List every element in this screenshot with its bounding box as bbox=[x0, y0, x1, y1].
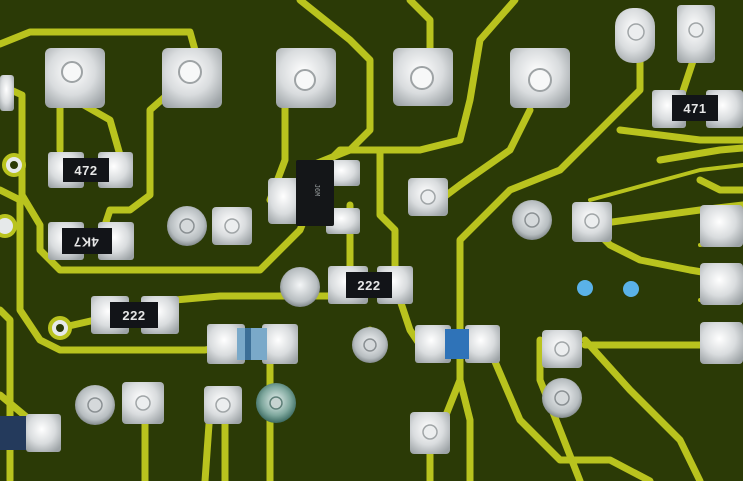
pad bbox=[0, 75, 14, 111]
resistor-label: 4K7 bbox=[73, 235, 98, 250]
resistor-label: 471 bbox=[683, 101, 706, 116]
diode-d1 bbox=[207, 324, 298, 364]
resistor-r2: 4K7 bbox=[48, 222, 134, 260]
resistor-label: 222 bbox=[357, 278, 380, 293]
resistor-r1: 472 bbox=[48, 152, 133, 188]
vias bbox=[0, 22, 704, 425]
resistor-label: 472 bbox=[74, 163, 97, 178]
resistor-r5: 471 bbox=[652, 90, 743, 128]
resistor-r4: 222 bbox=[91, 296, 179, 334]
resistor-r3: 222 bbox=[328, 266, 413, 304]
diode-d2 bbox=[415, 325, 500, 363]
diode-d3 bbox=[0, 414, 61, 452]
resistor-label: 222 bbox=[122, 308, 145, 323]
transistor-ic: J6M bbox=[268, 160, 360, 234]
pad-row-top bbox=[0, 5, 715, 111]
pad-group-middle bbox=[122, 178, 743, 454]
svg-text:J6M: J6M bbox=[312, 184, 320, 197]
